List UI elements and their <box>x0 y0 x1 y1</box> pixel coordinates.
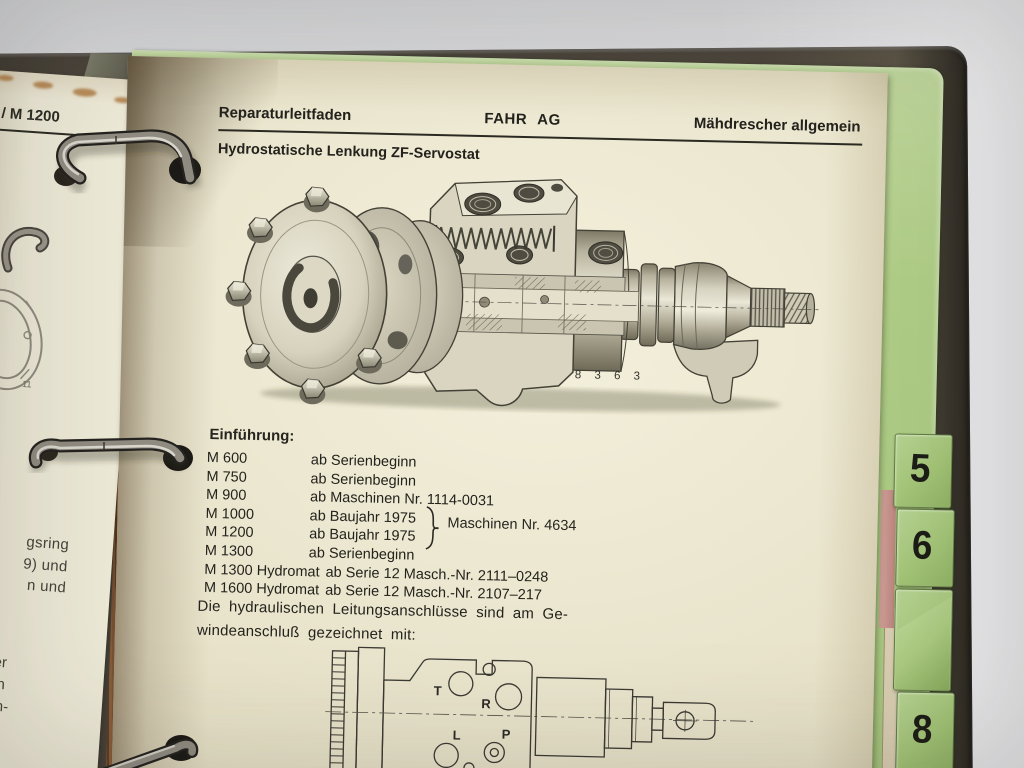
model: M 1300 <box>204 542 254 560</box>
model: M 1200 <box>205 524 254 542</box>
index-tab-6: 6 <box>895 508 955 588</box>
steering-unit-cutaway-figure <box>224 179 823 412</box>
model-info: ab Serienbeginn <box>310 452 417 471</box>
rust-stain <box>72 87 97 98</box>
model: M 900 <box>205 487 247 504</box>
port-label-r: R <box>481 696 491 711</box>
grouping-brace <box>423 505 444 556</box>
folded-tab-corner <box>894 589 952 690</box>
text-fragment: ag an- <box>0 696 9 716</box>
left-page-text-fragments: gsring 9) und n und <box>0 527 70 599</box>
index-tab-5: 5 <box>893 433 953 509</box>
model-info: ab Serienbeginn <box>310 470 417 490</box>
model: M 750 <box>206 468 247 486</box>
left-page-header: 0 / M 1200 <box>0 103 86 137</box>
port-label-p: P <box>502 727 511 742</box>
tab-number: 8 <box>911 707 934 753</box>
model: M 600 <box>206 449 248 467</box>
rust-stain <box>32 80 54 90</box>
port-label-t: T <box>434 683 442 698</box>
index-tab-8: 8 <box>895 691 955 768</box>
header-right: Mähdrescher allgemein <box>693 114 861 136</box>
header-left: Reparaturleitfaden <box>218 104 352 125</box>
tab-number: 5 <box>909 446 932 492</box>
text-fragment: haben <box>0 673 6 694</box>
port-label-l: L <box>453 728 461 743</box>
model-info: ab Baujahr 1975 <box>309 508 417 527</box>
model-info: ab Serienbeginn <box>308 545 415 564</box>
intro-paragraph: Die hydraulischen Leitungsanschlüsse sin… <box>197 595 569 651</box>
text-fragment: d der <box>0 652 8 672</box>
model-info: ab Baujahr 1975 <box>309 526 416 546</box>
figure-item-number: 11 <box>21 378 32 390</box>
brace-note: Maschinen Nr. 4634 <box>447 515 577 535</box>
model: M 1000 <box>205 505 255 523</box>
figure-number: 8 3 6 3 <box>574 369 646 383</box>
index-tab-7: 7 <box>892 588 954 692</box>
seal-ring-figure <box>0 288 43 391</box>
tab-number: 6 <box>911 523 934 569</box>
pink-page-edge <box>878 489 897 629</box>
rust-stain <box>0 74 14 82</box>
manual-page: Reparaturleitfaden FAHR AG Mähdrescher a… <box>110 56 888 768</box>
left-page-text-fragments: d der haben ag an- <box>0 650 12 719</box>
intro-heading: Einführung: <box>209 425 295 445</box>
header-center: FAHR AG <box>484 110 561 129</box>
left-page: 0 / M 1200 11 5761 gsring 9) und n und d… <box>0 70 146 768</box>
port-diagram-figure: T R L P <box>325 646 756 768</box>
